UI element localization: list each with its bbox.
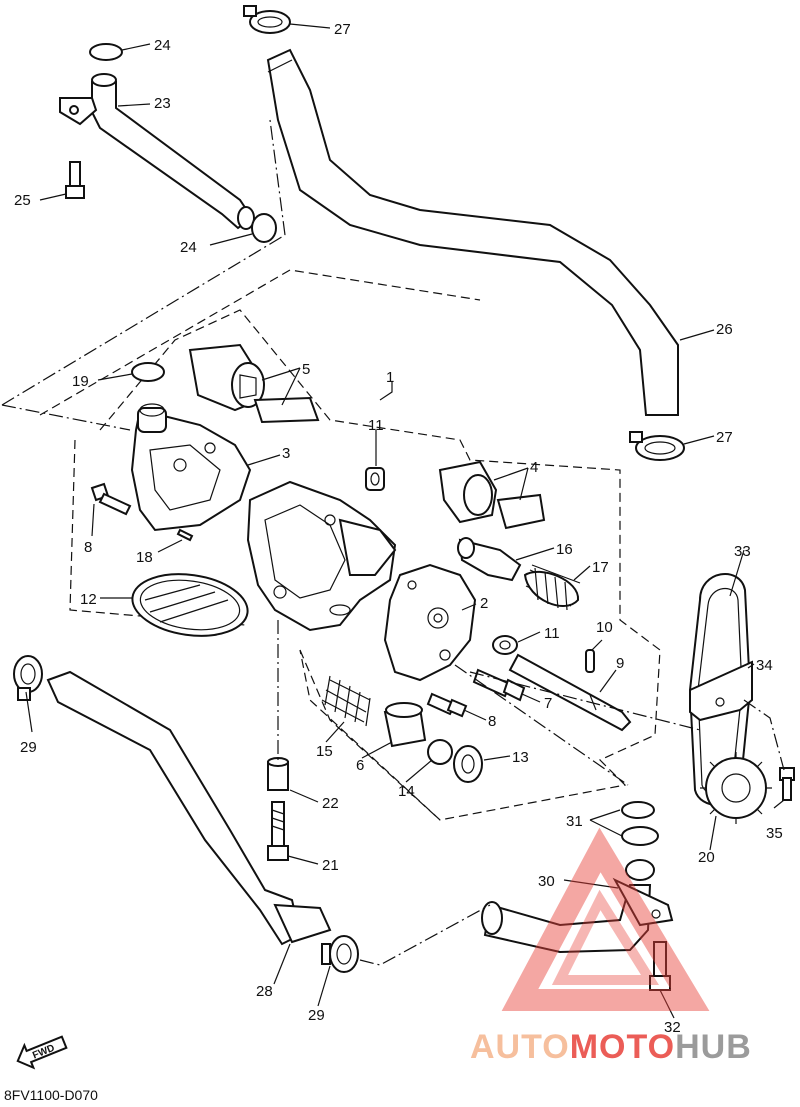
callout-17-label: 17	[592, 559, 609, 576]
callout-14: 14	[398, 783, 415, 800]
assembly-boundaries	[1, 119, 661, 821]
collar-22	[267, 757, 289, 791]
oil-strainer-12	[131, 573, 249, 637]
ball-14	[427, 739, 453, 765]
callout-25: 25	[14, 192, 31, 209]
watermark-triangle-logo	[501, 827, 710, 1011]
callout-27-top: 27	[334, 21, 351, 38]
fwd-arrow: FWD	[16, 1035, 68, 1070]
fwd-label: FWD	[31, 1043, 56, 1062]
callout-2: 2	[480, 595, 488, 612]
automotohub-watermark: AUTOMOTOHUB	[470, 827, 752, 1066]
sprocket-20	[700, 752, 772, 824]
watermark-auto: AUTO	[470, 1028, 570, 1066]
hose-28	[46, 670, 332, 946]
callout-13: 13	[512, 749, 529, 766]
pipe-30	[481, 859, 674, 954]
callout-22: 22	[322, 795, 339, 812]
hose-clamp-27-mid	[629, 431, 685, 461]
plug-16	[457, 537, 522, 582]
washer-11-top	[365, 467, 385, 491]
rotor-4	[438, 460, 546, 530]
callout-8-lower: 8	[488, 713, 496, 730]
callout-32: 32	[664, 1019, 681, 1036]
callout-28: 28	[256, 983, 273, 1000]
callout-3: 3	[282, 445, 290, 462]
o-ring-24-top	[89, 43, 123, 61]
spring-17	[523, 564, 581, 611]
callout-9: 9	[616, 655, 624, 672]
bolt-35	[779, 767, 795, 801]
callout-20: 20	[698, 849, 715, 866]
callout-6: 6	[356, 757, 364, 774]
callout-19: 19	[72, 373, 89, 390]
leader-lines	[25, 23, 785, 1019]
callout-15: 15	[316, 743, 333, 760]
pump-body-1	[246, 480, 397, 632]
bolt-32	[649, 941, 671, 991]
callout-33: 33	[734, 543, 751, 560]
callout-8-upper: 8	[84, 539, 92, 556]
callout-5: 5	[302, 361, 310, 378]
bolt-21	[267, 801, 289, 861]
o-ring-31-lower	[621, 826, 659, 846]
o-ring-31-upper	[621, 801, 655, 819]
watermark-hub: HUB	[675, 1028, 752, 1066]
callout-29-left: 29	[20, 739, 37, 756]
callout-11-top: 11	[368, 417, 384, 434]
bolt-8-lower	[426, 692, 468, 718]
callouts: 24 23 25 24 27 26 27 19 5 1 11 3 4 8 18 …	[14, 21, 783, 1036]
callout-31: 31	[566, 813, 583, 830]
callout-35: 35	[766, 825, 783, 842]
callout-18: 18	[136, 549, 153, 566]
spring-15	[321, 675, 371, 727]
callout-10: 10	[596, 619, 613, 636]
diagram-code: 8FV1100-D070	[4, 1087, 98, 1103]
rotor-5	[188, 343, 320, 424]
callout-27-mid: 27	[716, 429, 733, 446]
svg-text:AUTOMOTOHUB: AUTOMOTOHUB	[470, 1028, 752, 1066]
pin-18	[176, 528, 194, 542]
callout-29-bottom-label: 29	[308, 1007, 325, 1024]
callout-24-bottom: 24	[180, 239, 197, 256]
watermark-moto: MOTO	[570, 1028, 675, 1066]
callout-26: 26	[716, 321, 733, 338]
washer-13	[453, 745, 483, 783]
shaft-9	[508, 653, 632, 732]
callout-24-top: 24	[154, 37, 171, 54]
callout-30: 30	[538, 873, 555, 890]
pin-10	[585, 649, 595, 673]
pump-cover-2	[383, 563, 477, 682]
callout-4: 4	[530, 459, 538, 476]
callout-7: 7	[544, 695, 552, 712]
pump-cover-3	[130, 403, 252, 532]
hose-26	[266, 48, 679, 416]
sleeve-6	[383, 702, 427, 748]
breather-pipe-23	[59, 73, 255, 230]
o-ring-19	[131, 362, 165, 382]
hose-clamp-29-bottom	[321, 935, 359, 973]
callout-1: 1	[386, 369, 394, 386]
washer-11-mid	[492, 635, 518, 655]
chain-guide-34	[689, 660, 753, 722]
o-ring-24-bottom	[251, 213, 277, 243]
bolt-25	[65, 161, 85, 199]
callout-23: 23	[154, 95, 171, 112]
callout-11-mid: 11	[544, 625, 560, 642]
hose-clamp-27-top	[243, 5, 291, 34]
callout-16: 16	[556, 541, 573, 558]
hose-clamp-29-left	[13, 655, 43, 701]
callout-34: 34	[756, 657, 773, 674]
callout-21-label: 21	[322, 857, 339, 874]
bolt-8-upper	[90, 482, 132, 516]
callout-12: 12	[80, 591, 97, 608]
